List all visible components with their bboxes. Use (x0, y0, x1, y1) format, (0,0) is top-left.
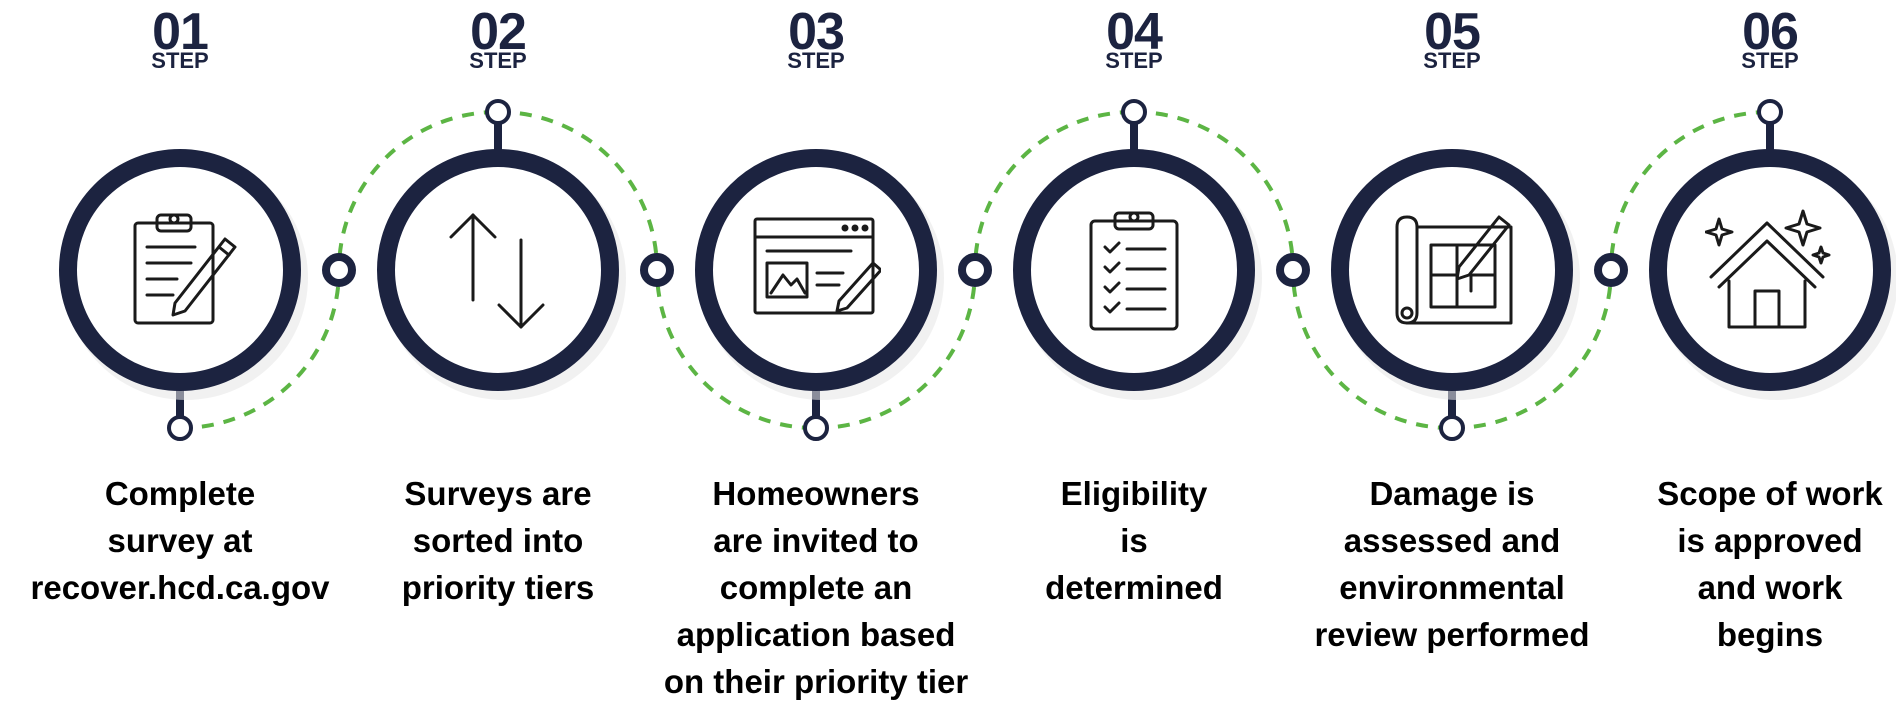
midpoint-node (322, 253, 356, 287)
midpoint-node (640, 253, 674, 287)
connector-node (1757, 99, 1783, 125)
description-line: determined (1045, 569, 1223, 606)
description-line: environmental (1339, 569, 1565, 606)
step-label: STEP (1741, 48, 1799, 73)
midpoint-node (1594, 253, 1628, 287)
house-sparkle-icon (1705, 205, 1835, 335)
blueprint-pencil-icon (1387, 205, 1517, 335)
description-line: on their priority tier (663, 663, 969, 700)
connector-node (167, 415, 193, 441)
sort-arrows-icon (433, 205, 563, 335)
step-description: Surveys are sorted into priority tiers (328, 470, 668, 611)
step-number: 02 (470, 3, 527, 61)
description-line: complete an (719, 569, 913, 606)
connector-node (485, 99, 511, 125)
checklist-clipboard-icon (1069, 205, 1199, 335)
step-label: STEP (469, 48, 527, 73)
step-label: STEP (151, 48, 209, 73)
step-number: 05 (1424, 3, 1481, 61)
description-line: Scope of work (1657, 475, 1883, 512)
description-line: Damage is (1369, 475, 1535, 512)
step-label: STEP (1105, 48, 1163, 73)
description-line: recover.hcd.ca.gov (30, 569, 330, 606)
description-line: Eligibility (1060, 475, 1208, 512)
step-circle (377, 149, 619, 391)
step-number: 03 (788, 3, 845, 61)
description-line: assessed and (1343, 522, 1561, 559)
connector-node (1439, 415, 1465, 441)
description-line: is approved (1677, 522, 1863, 559)
step-description: Scope of work is approved and work begin… (1600, 470, 1896, 658)
step-label: STEP (1423, 48, 1481, 73)
step-circle (695, 149, 937, 391)
step-description: Homeowners are invited to complete an ap… (646, 470, 986, 705)
description-line: are invited to (713, 522, 919, 559)
step-number: 01 (152, 3, 209, 61)
step-circles (59, 99, 1896, 441)
description-line: Surveys are (404, 475, 592, 512)
description-line: application based (676, 616, 956, 653)
step-circle (1331, 149, 1573, 391)
step-circle (59, 149, 301, 391)
connector-node (803, 415, 829, 441)
step-number: 04 (1106, 3, 1163, 61)
midpoint-node (958, 253, 992, 287)
description-line: Complete (104, 475, 256, 512)
description-line: is (1120, 522, 1148, 559)
step-description: Complete survey at recover.hcd.ca.gov (10, 470, 350, 611)
step-label: STEP (787, 48, 845, 73)
clipboard-pen-icon (115, 205, 245, 335)
web-application-icon (751, 205, 881, 335)
connector-node (1121, 99, 1147, 125)
description-line: priority tiers (401, 569, 595, 606)
description-line: review performed (1314, 616, 1590, 653)
midpoint-node (1276, 253, 1310, 287)
description-line: Homeowners (712, 475, 920, 512)
description-line: and work (1697, 569, 1843, 606)
step-description: Damage is assessed and environmental rev… (1282, 470, 1622, 658)
step-circle (1649, 149, 1891, 391)
step-description: Eligibility is determined (964, 470, 1304, 611)
description-line: sorted into (412, 522, 584, 559)
description-line: survey at (107, 522, 253, 559)
description-line: begins (1716, 616, 1824, 653)
step-number: 06 (1742, 3, 1799, 61)
